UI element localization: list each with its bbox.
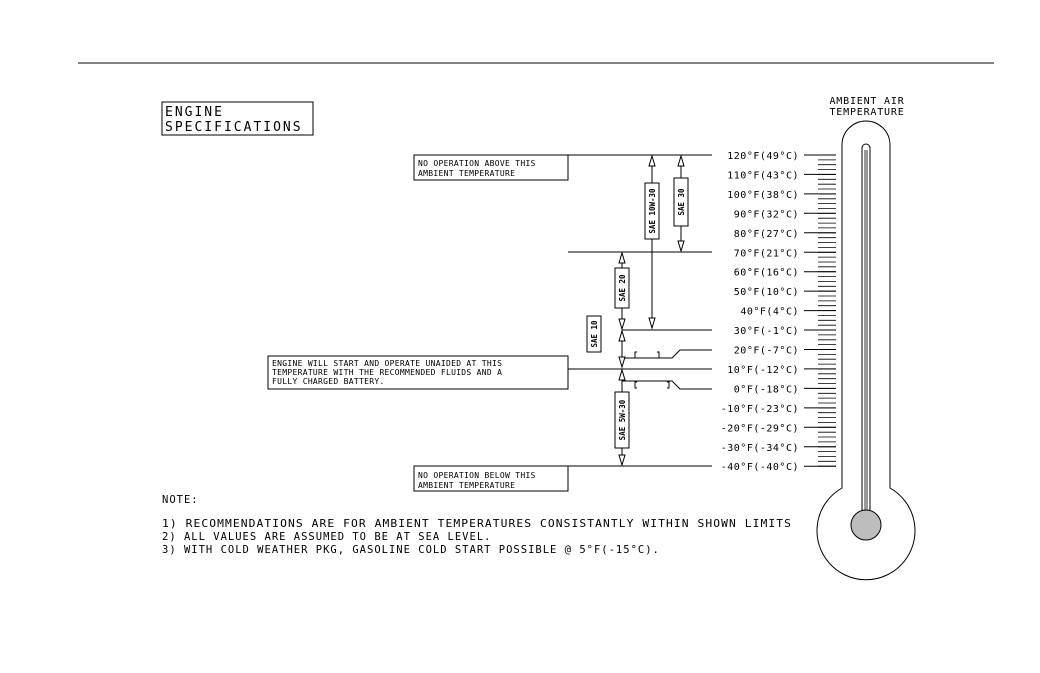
callout-below-line-1: NO OPERATION BELOW THIS (418, 471, 536, 480)
oil-grade-label: SAE 20 (618, 274, 627, 302)
title-line-1: ENGINE (165, 105, 224, 120)
oil-grade-sae-20: SAE 20 (614, 267, 630, 309)
callout-start-line-1: ENGINE WILL START AND OPERATE UNAIDED AT… (272, 359, 502, 368)
callout-start-line-3: FULLY CHARGED BATTERY. (272, 377, 385, 386)
title-line-2: SPECIFICATIONS (165, 120, 303, 135)
temperature-scale: 120°F(49°C) 110°F(43°C) 100°F(38°C) 90°F(32… (721, 151, 799, 473)
scale-label: -40°F(-40°C) (721, 462, 799, 473)
thermometer-bulb (850, 509, 882, 541)
scale-label: 70°F(21°C) (734, 248, 799, 259)
oil-grade-label: SAE 10 (590, 320, 599, 348)
scale-label: 10°F(-12°C) (727, 365, 799, 376)
note-2: 2) ALL VALUES ARE ASSUMED TO BE AT SEA L… (162, 531, 491, 543)
scale-label: 40°F(4°C) (740, 307, 799, 318)
guide-lines (568, 154, 712, 467)
scale-label: 120°F(49°C) (727, 151, 799, 162)
title-box: ENGINE SPECIFICATIONS (161, 101, 314, 136)
callout-above-line-1: NO OPERATION ABOVE THIS (418, 159, 536, 168)
callout-below-line-2: AMBIENT TEMPERATURE (418, 481, 515, 490)
scale-label: 0°F(-18°C) (734, 384, 799, 395)
oil-grade-sae-10w-30: SAE 10W-30 (644, 182, 660, 240)
scale-label: 100°F(38°C) (727, 190, 799, 201)
thermometer-header-line-2: TEMPERATURE (829, 107, 904, 118)
scale-label: 110°F(43°C) (727, 170, 799, 181)
scale-label: -10°F(-23°C) (721, 404, 799, 415)
thermometer-ticks (804, 154, 836, 467)
thermometer-header-line-1: AMBIENT AIR (829, 96, 904, 107)
thermometer (816, 120, 916, 581)
scale-label: 20°F(-7°C) (734, 346, 799, 357)
oil-grade-label: SAE 5W-30 (618, 399, 627, 440)
oil-grade-sae-30: SAE 30 (673, 177, 689, 227)
oil-grade-sae-10: SAE 10 (586, 315, 602, 353)
scale-label: 30°F(-1°C) (734, 326, 799, 337)
note-1: 1) RECOMMENDATIONS ARE FOR AMBIENT TEMPE… (162, 518, 792, 530)
notes-heading: NOTE: (162, 494, 199, 506)
scale-label: 50°F(10°C) (734, 287, 799, 298)
oil-grade-sae-5w-30: SAE 5W-30 (614, 391, 630, 449)
scale-label: -20°F(-29°C) (721, 423, 799, 434)
callout-no-operation-above: NO OPERATION ABOVE THIS AMBIENT TEMPERAT… (413, 154, 569, 181)
scale-label: -30°F(-34°C) (721, 443, 799, 454)
scale-label: 90°F(32°C) (734, 209, 799, 220)
oil-grade-label: SAE 30 (677, 188, 686, 216)
callout-above-line-2: AMBIENT TEMPERATURE (418, 169, 515, 178)
scale-label: 60°F(16°C) (734, 268, 799, 279)
callout-engine-start: ENGINE WILL START AND OPERATE UNAIDED AT… (267, 355, 569, 390)
note-3: 3) WITH COLD WEATHER PKG, GASOLINE COLD … (162, 544, 660, 556)
notes: NOTE: 1) RECOMMENDATIONS ARE FOR AMBIENT… (162, 494, 792, 556)
callout-no-operation-below: NO OPERATION BELOW THIS AMBIENT TEMPERAT… (413, 465, 569, 492)
callout-start-line-2: TEMPERATURE WITH THE RECOMMENDED FLUIDS … (272, 368, 502, 377)
scale-label: 80°F(27°C) (734, 229, 799, 240)
oil-grade-label: SAE 10W-30 (648, 188, 657, 234)
